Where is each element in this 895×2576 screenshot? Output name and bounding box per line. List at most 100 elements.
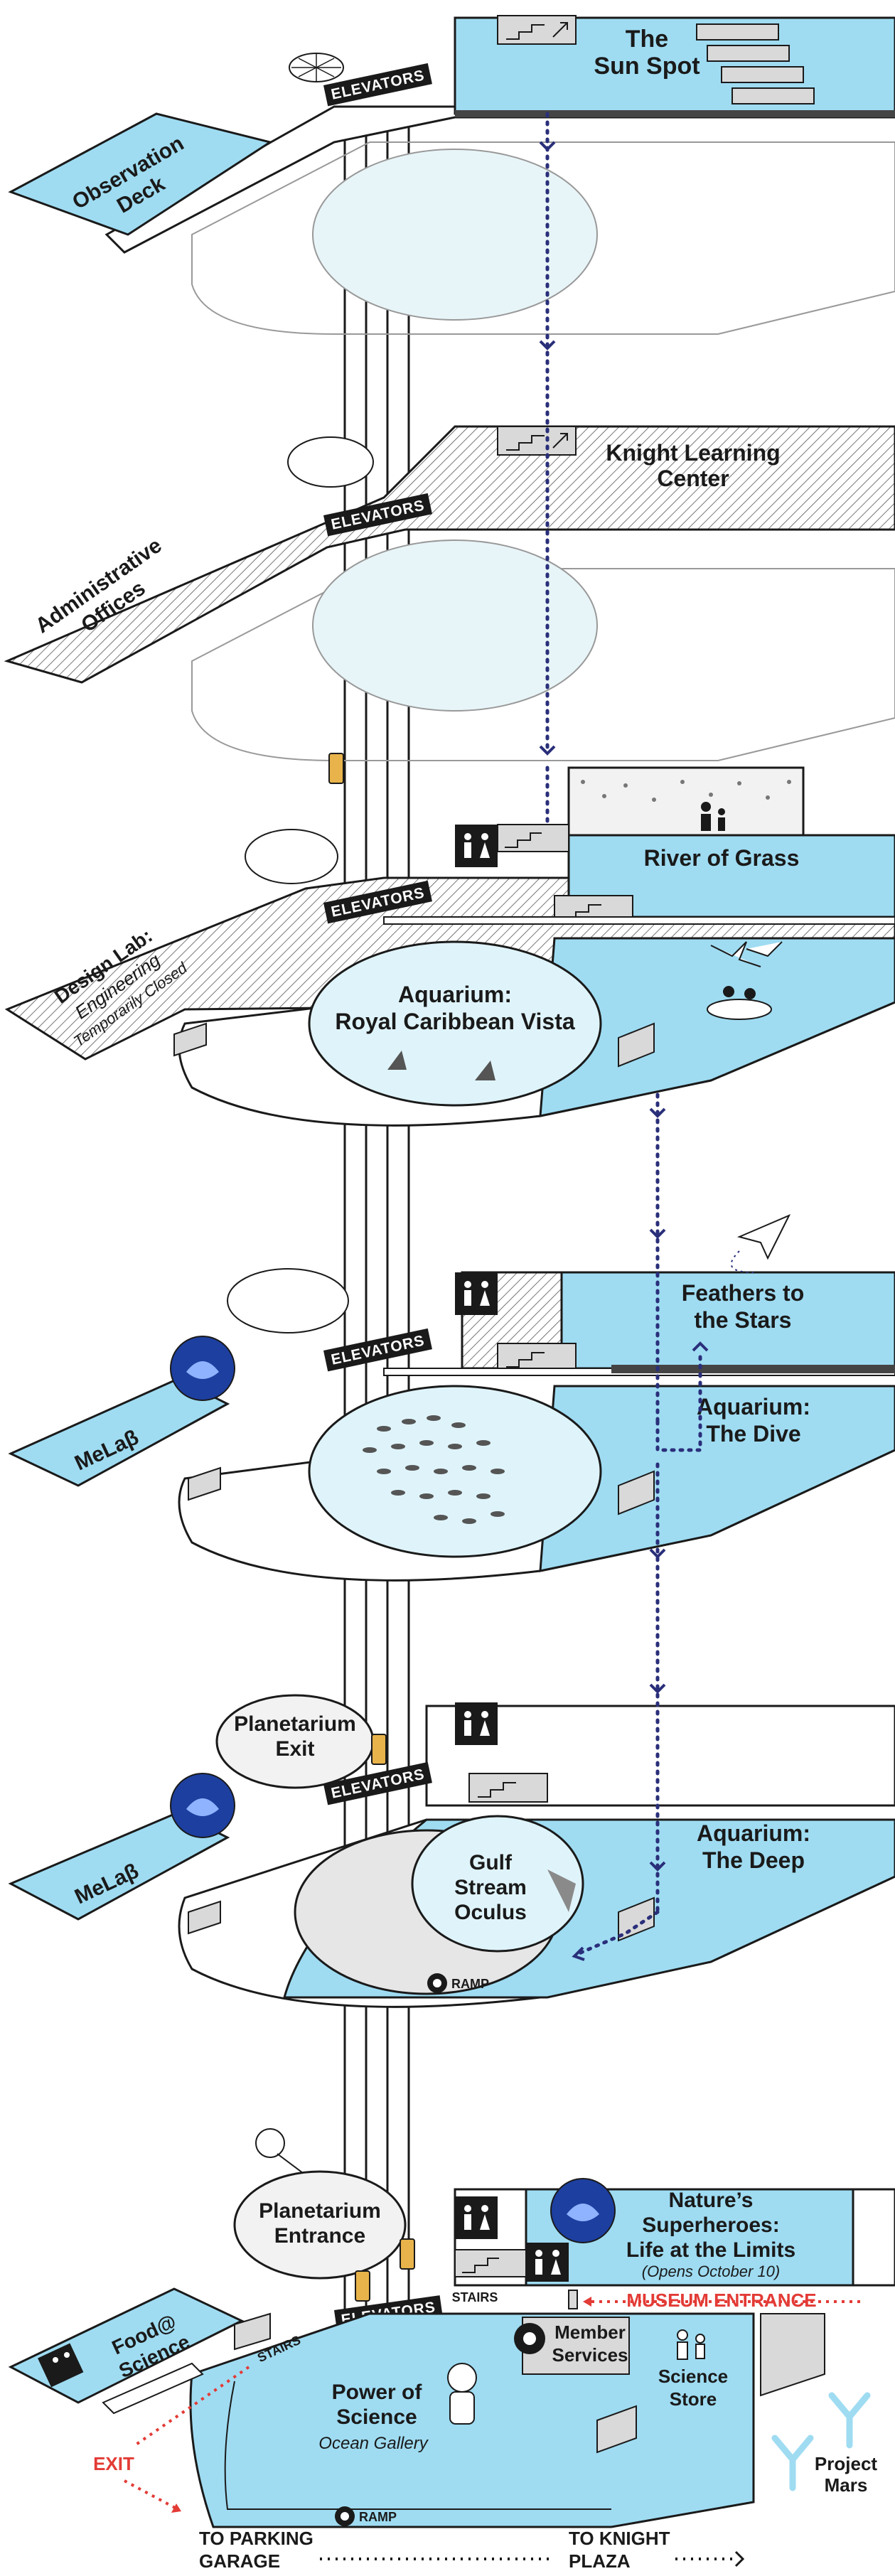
- observation-deck-area: [8, 112, 273, 236]
- knight-learning-label-1: Knight Learning: [606, 440, 780, 466]
- museum-entrance-label: MUSEUM ENTRANCE: [626, 2290, 816, 2311]
- ramp-label: RAMP: [451, 1977, 489, 1991]
- feathers-area: [560, 1271, 895, 1370]
- oculus: [411, 1815, 584, 1953]
- people-icon: [677, 2329, 705, 2360]
- sun-spot-title-2: Sun Spot: [594, 53, 700, 80]
- power-of-science-label-1: Power of: [332, 2381, 423, 2404]
- river-of-grass-area: [567, 834, 895, 918]
- rooftop-dome: [245, 829, 338, 884]
- planetarium-exit-label-2: Exit: [275, 1737, 314, 1761]
- vista-label-1: Aquarium:: [398, 982, 512, 1007]
- stairs-icon: [234, 2312, 271, 2351]
- knight-learning-label-2: Center: [657, 466, 729, 491]
- hammerhead-icon: [547, 1869, 576, 1912]
- knight-plaza-label-2: PLAZA: [569, 2550, 631, 2572]
- vista-label-2: Royal Caribbean Vista: [335, 1009, 575, 1034]
- handwash-badge-icon: [170, 1773, 235, 1838]
- level-ground: Planetarium Entrance Nature’s Superheroe…: [8, 2128, 895, 2572]
- ramp-label-ground: RAMP: [359, 2510, 397, 2524]
- planetarium-entrance-dome: [233, 2170, 407, 2280]
- member-services-label-1: Member: [554, 2322, 626, 2343]
- restroom-icon: [38, 2343, 84, 2388]
- oculus-label-2: Stream: [454, 1876, 527, 1899]
- stairs-icon: [618, 1896, 655, 1942]
- stairs-icon: [497, 1343, 577, 1373]
- power-of-science-label-2: Science: [336, 2405, 417, 2429]
- paper-airplane-icon: [736, 1214, 791, 1260]
- fish-school-icon: [363, 1415, 505, 1524]
- planetarium-entrance-label-1: Planetarium: [259, 2199, 381, 2223]
- stairs-label-upper: STAIRS: [452, 2290, 498, 2304]
- melab-area: [8, 1811, 230, 1921]
- science-store-label-1: Science: [658, 2366, 728, 2387]
- stairs-icon: [468, 1773, 548, 1803]
- project-mars-label-1: Project: [815, 2453, 877, 2474]
- vista-tank: [308, 940, 602, 1107]
- rooftop-dome: [227, 1268, 349, 1333]
- project-mars-icon: [771, 2392, 871, 2491]
- melab-area: [8, 1378, 230, 1487]
- level-river-of-grass: River of Grass Aquarium: Royal Caribbean…: [4, 766, 895, 1127]
- grey-panel: [760, 2313, 825, 2397]
- elevator-car: [400, 2238, 415, 2270]
- restroom-icon: [455, 1702, 498, 1745]
- stairs-icon: [497, 426, 577, 456]
- superheroes-label-2: Superheroes:: [642, 2213, 779, 2237]
- boat-icon: [707, 986, 772, 1020]
- elevator-car: [355, 2270, 370, 2302]
- comet-icon: [255, 2128, 306, 2176]
- stairs-icon: [497, 824, 569, 852]
- level-the-deep: Planetarium Exit ELEVATORS Gulf Stream O…: [8, 1694, 895, 2008]
- svg-text:ELEVATORS: ELEVATORS: [330, 67, 427, 102]
- elevator-car: [328, 753, 344, 784]
- level-the-dive: Feathers to the Stars Aquarium: The Dive: [8, 1214, 895, 1582]
- feathers-label-1: Feathers to: [682, 1280, 804, 1306]
- stairs-icon: [188, 1900, 221, 1935]
- planetarium-exit-label-1: Planetarium: [234, 1712, 356, 1736]
- ocean-gallery-label: Ocean Gallery: [318, 2434, 429, 2453]
- astronaut-icon: [447, 2363, 477, 2425]
- level-knight: Knight Learning Center ELEVATORS Adminis…: [4, 425, 895, 784]
- dive-label-2: The Dive: [706, 1421, 800, 1447]
- oculus-label-1: Gulf: [469, 1851, 513, 1874]
- deep-label-1: Aquarium:: [697, 1820, 810, 1846]
- superheroes-label-3: Life at the Limits: [626, 2238, 795, 2262]
- planetarium-entrance-label-2: Entrance: [274, 2224, 365, 2248]
- stairs-icon: [618, 1470, 655, 1515]
- accessible-icon: [514, 2323, 545, 2354]
- accessible-ramp-icon: [335, 2506, 355, 2526]
- level-sun-spot: The Sun Spot ELEVATORS Observation Deck: [8, 15, 895, 335]
- knight-plaza-label-1: TO KNIGHT: [569, 2528, 670, 2549]
- superheroes-label-1: Nature’s: [669, 2189, 754, 2212]
- birds-icon: [710, 941, 783, 967]
- handwash-badge-icon: [550, 2178, 616, 2243]
- restroom-icon: [455, 825, 498, 867]
- route-chevrons: [539, 141, 709, 1961]
- river-of-grass-label: River of Grass: [644, 845, 800, 871]
- member-services-label-2: Services: [552, 2344, 628, 2366]
- shark-fin-icon: [387, 1051, 495, 1080]
- stairs-icon: [618, 1022, 655, 1068]
- handwash-badge-icon: [170, 1336, 235, 1401]
- restroom-icon: [455, 1272, 498, 1315]
- deep-label-2: The Deep: [702, 1847, 805, 1873]
- stairs-icon: [497, 15, 577, 45]
- stairs-icon: [188, 1466, 221, 1501]
- accessible-ramp-icon: [427, 1973, 447, 1993]
- family-icon: [701, 802, 725, 831]
- sun-spot-title-1: The: [626, 26, 668, 53]
- parking-label-1: TO PARKING: [199, 2528, 313, 2549]
- exit-label: EXIT: [93, 2453, 134, 2474]
- feathers-label-2: the Stars: [695, 1307, 792, 1333]
- seating-strip: [102, 2362, 204, 2415]
- superheroes-note: (Opens October 10): [642, 2263, 780, 2280]
- dive-tank: [308, 1385, 602, 1558]
- elevator-car: [371, 1734, 387, 1765]
- science-store-label-2: Store: [670, 2388, 717, 2410]
- parking-label-2: GARAGE: [199, 2550, 280, 2572]
- dive-label-1: Aquarium:: [697, 1394, 810, 1420]
- rooftop-fan-icon: [289, 53, 344, 82]
- restroom-icon: [526, 2243, 569, 2282]
